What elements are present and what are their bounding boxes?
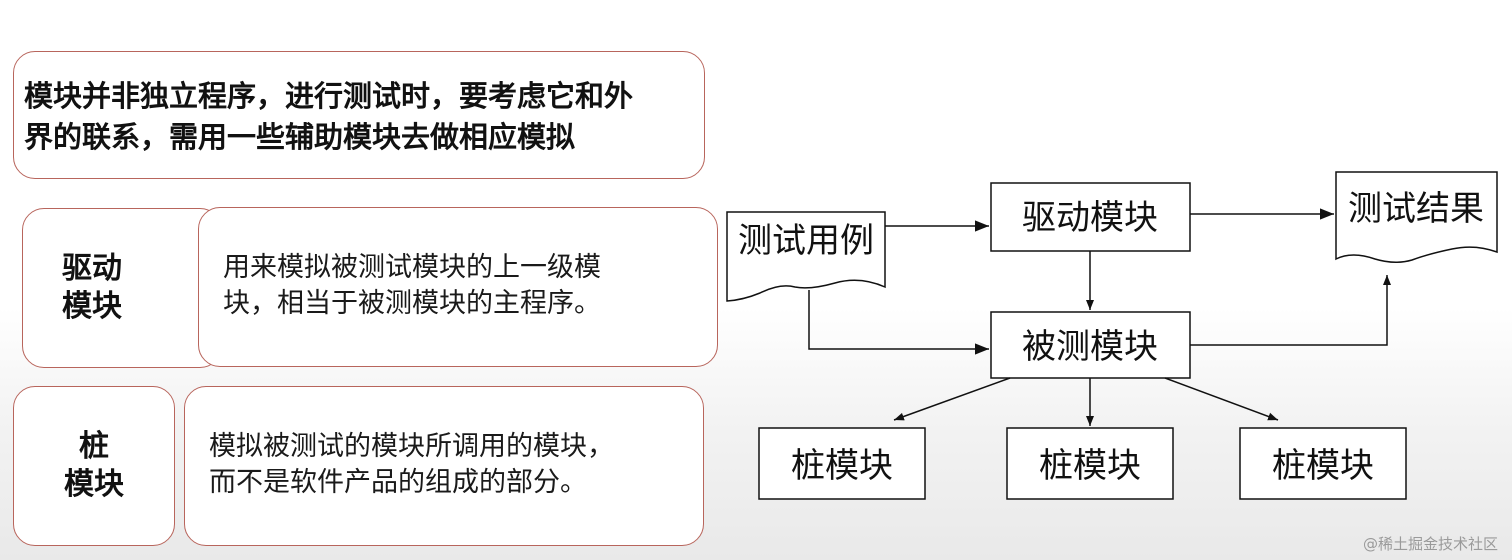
test-cases-node: 测试用例 — [726, 211, 886, 302]
stub-1-label: 桩模块 — [791, 446, 893, 486]
stub-desc-line-2: 而不是软件产品的组成的部分。 — [209, 467, 587, 498]
stub-desc-card: 模拟被测试的模块所调用的模块， 而不是软件产品的组成的部分。 — [184, 386, 704, 546]
module-under-test-node: 被测模块 — [990, 311, 1191, 379]
intro-card: 模块并非独立程序，进行测试时，要考虑它和外 界的联系，需用一些辅助模块去做相应模… — [13, 51, 705, 179]
arrow-module-to-stub-3 — [1164, 377, 1279, 421]
module-under-test-label: 被测模块 — [1022, 327, 1158, 367]
driver-module-label: 驱动模块 — [1022, 198, 1158, 238]
driver-label-line-2: 模块 — [62, 289, 122, 324]
test-result-label: 测试结果 — [1348, 189, 1484, 229]
driver-desc-line-2: 块，相当于被测模块的主程序。 — [223, 288, 601, 319]
test-cases-label: 测试用例 — [738, 221, 874, 261]
driver-module-node: 驱动模块 — [990, 182, 1191, 252]
stub-3-label: 桩模块 — [1272, 446, 1374, 486]
intro-line-1: 模块并非独立程序，进行测试时，要考虑它和外 — [24, 79, 634, 113]
arrow-testcases-to-module — [808, 290, 989, 355]
arrow-module-to-stub-1 — [893, 377, 1011, 421]
arrow-module-to-result — [1190, 275, 1391, 346]
watermark: @稀土掘金技术社区 — [1362, 535, 1498, 553]
stub-label-line-2: 模块 — [64, 467, 124, 502]
stub-desc-line-1: 模拟被测试的模块所调用的模块， — [209, 431, 614, 462]
stub-label-line-1: 桩 — [79, 429, 109, 464]
stub-node-1: 桩模块 — [758, 427, 926, 500]
stub-node-2: 桩模块 — [1006, 427, 1174, 500]
driver-label-line-1: 驱动 — [62, 251, 122, 286]
stub-label-card: 桩 模块 — [13, 386, 175, 546]
stub-node-3: 桩模块 — [1239, 427, 1407, 500]
stub-2-label: 桩模块 — [1039, 446, 1141, 486]
intro-line-2: 界的联系，需用一些辅助模块去做相应模拟 — [24, 120, 576, 154]
test-result-node: 测试结果 — [1335, 171, 1498, 263]
driver-desc-card: 用来模拟被测试模块的上一级模 块，相当于被测模块的主程序。 — [198, 207, 718, 367]
driver-desc-line-1: 用来模拟被测试模块的上一级模 — [223, 252, 601, 283]
